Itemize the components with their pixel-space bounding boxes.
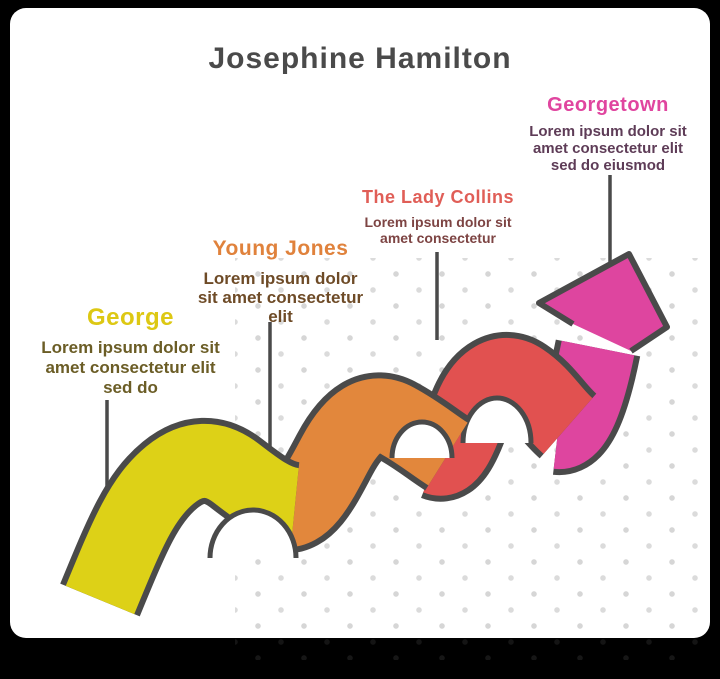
stage-4-text-line: Lorem ipsum dolor sit	[529, 123, 687, 140]
stage-label-2: Young Jones Lorem ipsum dolor sit amet c…	[178, 236, 383, 326]
stage-label-3: The Lady Collins Lorem ipsum dolor sit a…	[330, 186, 546, 246]
stage-3-text-line: amet consectetur	[380, 230, 496, 246]
page-title: Josephine Hamilton	[208, 42, 512, 75]
ribbon-arch-orange-outline	[389, 419, 455, 459]
stage-2-heading: Young Jones	[212, 237, 349, 260]
stage-2-text-line: Lorem ipsum dolor	[203, 269, 358, 288]
ribbon-arch-yellow	[210, 510, 296, 558]
ribbon-segment-yellow	[65, 423, 301, 615]
stage-1-heading: George	[86, 304, 175, 331]
stage-label-4: Georgetown Lorem ipsum dolor sit amet co…	[505, 93, 711, 174]
stage-4-text-line: amet consectetur elit	[532, 140, 684, 157]
stage-label-1: George Lorem ipsum dolor sit amet consec…	[28, 304, 233, 398]
stage-4-text-line: sed do eiusmod	[550, 157, 666, 174]
ribbon-arch-yellow-outline	[207, 507, 299, 559]
stage-2-text-line: elit	[268, 307, 293, 326]
arrow-head	[539, 254, 667, 351]
stage-3-heading: The Lady Collins	[361, 187, 515, 207]
ribbon-arch-red	[463, 398, 531, 443]
ribbon-segment-red	[420, 338, 594, 496]
stage-1-text-line: sed do	[103, 378, 158, 397]
stage-1-text-line: Lorem ipsum dolor sit	[41, 338, 220, 357]
stage-4-heading: Georgetown	[547, 94, 669, 116]
stage-2-text-line: sit amet consectetur	[197, 288, 364, 307]
stage-3-text-line: Lorem ipsum dolor sit	[364, 214, 512, 230]
stage-1-text-line: amet consectetur elit	[45, 358, 216, 377]
arrow-head-outline	[536, 251, 670, 354]
ribbon-arch-orange	[392, 422, 452, 458]
